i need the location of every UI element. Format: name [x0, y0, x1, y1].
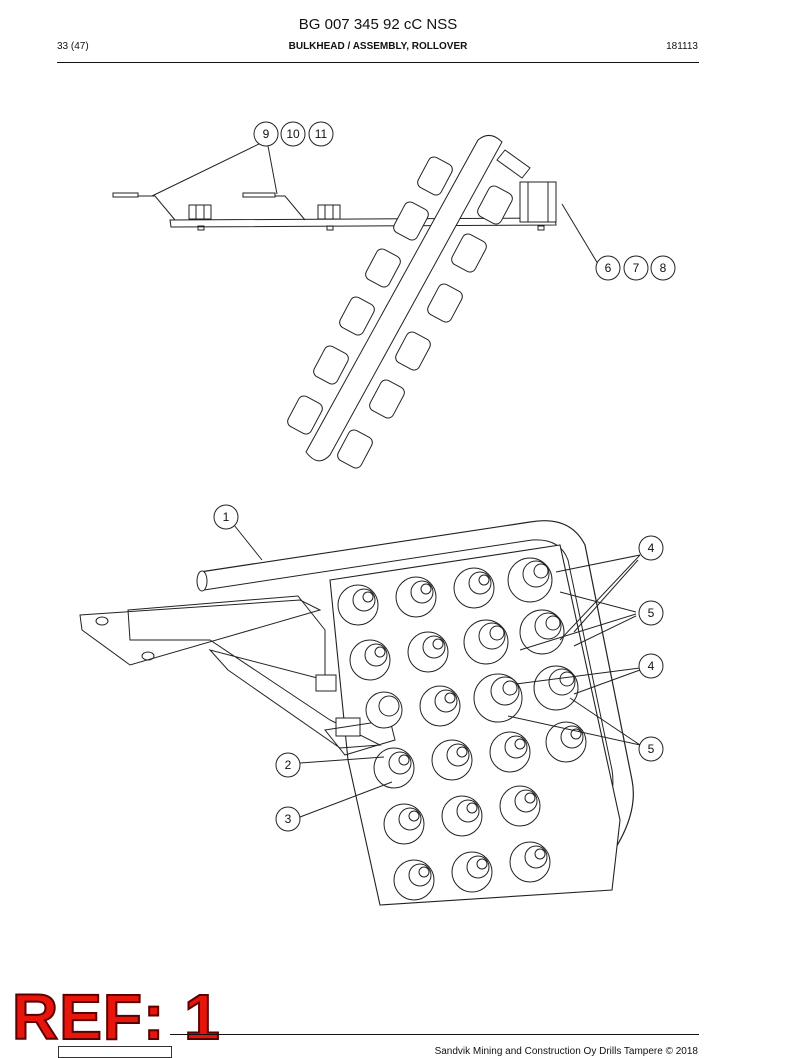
fitting-row-3: [365, 665, 579, 729]
callout-4a: 4: [648, 541, 655, 555]
callout-10: 10: [286, 127, 300, 141]
callout-11: 11: [315, 127, 328, 141]
footer-rule: [170, 1034, 699, 1035]
document-date: 181113: [666, 41, 698, 52]
callout-5b: 5: [648, 742, 655, 756]
callout-6: 6: [605, 261, 612, 275]
callout-8: 8: [660, 261, 667, 275]
callouts: [213, 121, 676, 832]
callout-9: 9: [263, 127, 270, 141]
fitting-row-2: [349, 609, 565, 681]
document-title: BG 007 345 92 cC NSS: [298, 16, 458, 33]
fitting-row-4: [373, 721, 587, 789]
fitting-row-1: [337, 557, 553, 626]
top-view: [112, 135, 599, 469]
fitting-grid: [337, 557, 587, 901]
callout-4b: 4: [648, 659, 655, 673]
leader-lines: [233, 524, 641, 818]
header-rule: [57, 62, 699, 63]
footer-copyright: Sandvik Mining and Construction Oy Drill…: [434, 1046, 698, 1057]
page-number: 33 (47): [57, 41, 89, 52]
fitting-row-5: [383, 785, 541, 845]
callout-1: 1: [223, 510, 230, 524]
callout-2: 2: [285, 758, 292, 772]
ref-stamp: REF: 1: [11, 981, 221, 1053]
callout-5a: 5: [648, 606, 655, 620]
section-title: BULKHEAD / ASSEMBLY, ROLLOVER: [288, 41, 468, 52]
fitting-row-6: [393, 841, 551, 901]
callout-7: 7: [633, 261, 640, 275]
callout-3: 3: [285, 812, 292, 826]
